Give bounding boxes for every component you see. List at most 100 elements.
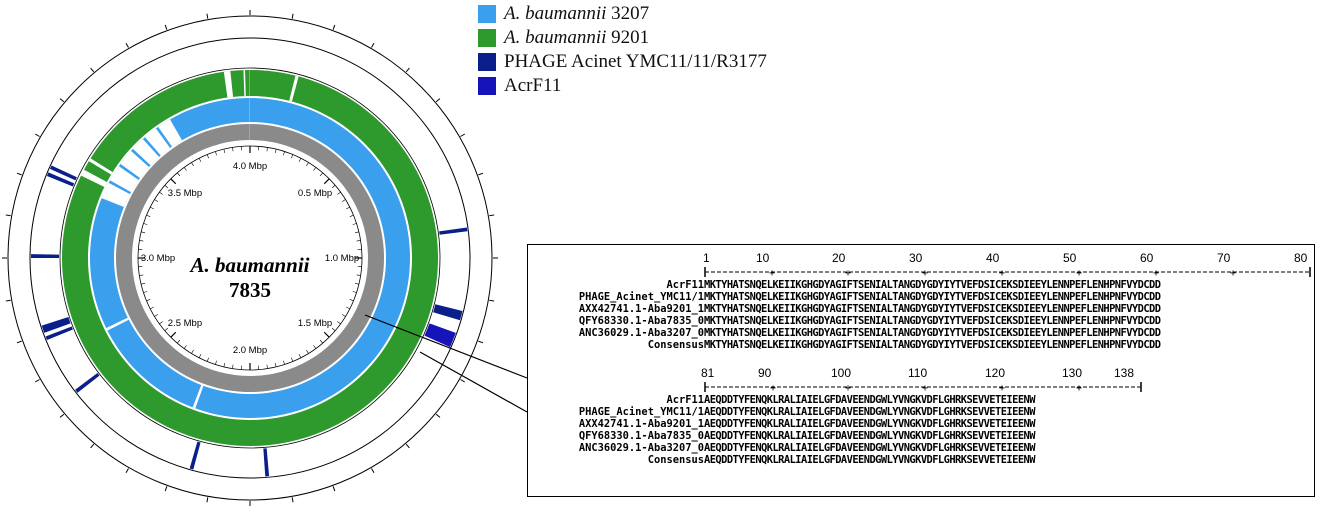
- scale-tick: [159, 321, 163, 325]
- scale-tick: [139, 240, 144, 242]
- sequence-name: QFY68330.1-Aba7835_0: [578, 315, 704, 327]
- position-number: 80: [1294, 251, 1308, 265]
- outer-tick: [34, 133, 40, 137]
- scale-label: 3.5 Mbp: [168, 188, 202, 199]
- outer-tick: [164, 486, 168, 492]
- outer-tick: [5, 299, 11, 302]
- scale-tick: [146, 299, 151, 302]
- outer-tick: [405, 443, 410, 449]
- position-number: 81: [701, 366, 715, 380]
- green-track-outline: [59, 67, 441, 449]
- acrf11-mark: [424, 323, 456, 348]
- ring-gap: [192, 384, 204, 409]
- phage-region-mark: [263, 448, 270, 477]
- scale-tick: [306, 162, 309, 167]
- outer-tick: [435, 413, 441, 418]
- scale-label: 2.5 Mbp: [168, 318, 202, 329]
- sequence-name: Consensus: [647, 454, 704, 466]
- legend-swatch: [478, 53, 496, 71]
- svg-text:+: +: [845, 268, 851, 277]
- scale-tick: [223, 362, 226, 367]
- ring-fragment: [155, 126, 172, 148]
- ruler-block2: + + + + +: [704, 382, 1142, 392]
- scale-tick: [150, 206, 154, 210]
- scale-tick: [232, 364, 234, 369]
- scale-tick: [341, 199, 346, 202]
- outer-tick: [332, 24, 336, 30]
- phage-region-mark: [45, 326, 73, 341]
- sequence-name: ANC36029.1-Aba3207_0: [578, 442, 704, 454]
- outer-tick: [16, 340, 22, 344]
- ring-gap: [106, 317, 129, 331]
- legend-item-aba9201: A. baumannii 9201: [478, 26, 767, 50]
- sequence-residues: MKTYHATSNQELKEIIKGHGDYAGIFTSENIALTANGDYG…: [704, 327, 1161, 339]
- scale-tick: [323, 178, 330, 185]
- scale-tick: [206, 154, 209, 159]
- position-number: 138: [1114, 366, 1135, 380]
- position-number: 110: [908, 366, 928, 380]
- scale-tick: [154, 314, 159, 317]
- scale-tick: [298, 158, 302, 162]
- sequence-residues: AEQDDTYFENQKLRALIAIELGFDAVEENDGWLYVNGKVD…: [704, 430, 1035, 442]
- sequence-name: ANC36029.1-Aba3207_0: [578, 327, 704, 339]
- outer-tick: [460, 379, 466, 383]
- svg-text:+: +: [1230, 268, 1236, 277]
- scale-tick: [164, 327, 169, 331]
- scale-tick: [141, 231, 146, 234]
- legend-item-acrf11: AcrF11: [478, 74, 767, 98]
- svg-text:+: +: [769, 268, 775, 277]
- phage-region-mark: [439, 227, 468, 235]
- scale-tick: [191, 162, 194, 167]
- scale-tick: [177, 339, 181, 344]
- ring-fragment: [131, 148, 151, 167]
- svg-text:+: +: [999, 268, 1005, 277]
- ring-gap: [223, 71, 234, 98]
- legend-label: AcrF11: [504, 75, 562, 96]
- outer-tick: [405, 67, 410, 73]
- ring-gap: [243, 70, 246, 97]
- svg-text:+: +: [1076, 268, 1082, 277]
- scale-tick: [146, 214, 151, 217]
- svg-text:+: +: [845, 383, 851, 392]
- sequence-name: Consensus: [647, 339, 704, 351]
- scale-tick: [349, 299, 354, 302]
- ring-fragment: [118, 163, 140, 180]
- scale-tick: [319, 172, 323, 177]
- scale-label: 1.5 Mbp: [298, 318, 332, 329]
- svg-text:+: +: [922, 268, 928, 277]
- sequence-name: AXX42741.1-Aba9201_1: [578, 303, 704, 315]
- scale-tick: [306, 349, 309, 354]
- ring-fragment: [142, 137, 161, 157]
- scale-tick: [191, 349, 194, 354]
- svg-text:+: +: [1076, 383, 1082, 392]
- scale-tick: [274, 149, 277, 154]
- outer-tick: [371, 468, 375, 474]
- position-number: 120: [985, 366, 1006, 380]
- scale-tick: [298, 354, 302, 358]
- legend-label: A. baumannii 3207: [504, 3, 650, 24]
- scale-tick: [183, 167, 187, 171]
- sequence-residues: AEQDDTYFENQKLRALIAIELGFDAVEENDGWLYVNGKVD…: [704, 418, 1035, 430]
- scale-tick: [323, 331, 330, 338]
- scale-tick: [215, 360, 217, 365]
- scale-label: 4.0 Mbp: [233, 161, 267, 172]
- outer-tick: [164, 24, 168, 30]
- zoom-connector-top: [364, 314, 528, 379]
- outer-tick: [34, 379, 40, 383]
- phage-track-circle: [29, 37, 471, 479]
- scale-tick: [170, 178, 177, 185]
- outer-tick: [125, 42, 129, 48]
- sequence-residues: AEQDDTYFENQKLRALIAIELGFDAVEENDGWLYVNGKVD…: [704, 454, 1035, 466]
- scale-tick: [274, 362, 277, 367]
- outer-tick: [90, 443, 95, 449]
- ring-gap: [81, 169, 107, 187]
- scale-tick: [223, 149, 226, 154]
- sequence-name: QFY68330.1-Aba7835_0: [578, 430, 704, 442]
- scale-tick: [198, 158, 202, 162]
